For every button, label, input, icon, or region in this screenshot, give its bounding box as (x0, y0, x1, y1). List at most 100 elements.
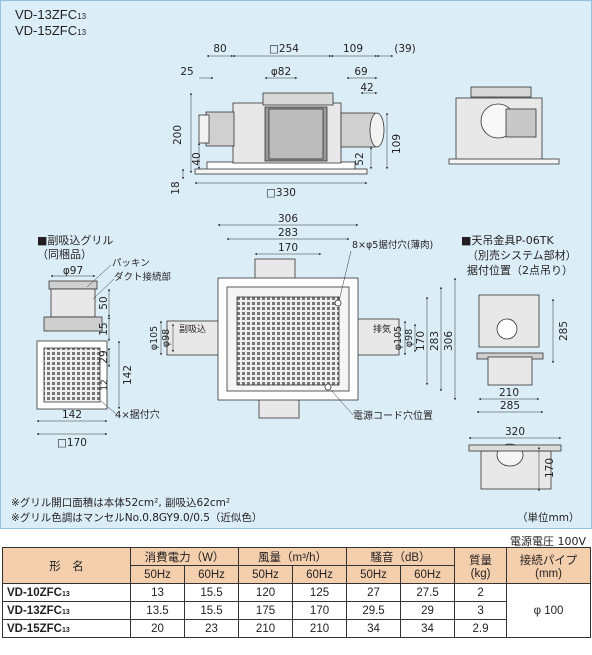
grille-mounting-holes-label: 4×据付穴 (115, 408, 160, 421)
cell: 13 (130, 583, 185, 602)
row-model: VD-13ZFC13 (2, 601, 131, 620)
cell: 27.5 (400, 583, 456, 602)
dim-front-52: 52 (354, 152, 366, 165)
cell: 29 (400, 601, 456, 620)
dim-bracket-320: 320 (505, 426, 525, 438)
cell: 27 (346, 583, 402, 602)
model-name-1: VD-13ZFC13 (15, 7, 87, 22)
dim-bracket-170: 170 (544, 458, 556, 478)
dim-grille-12: 12 (100, 379, 110, 390)
dim-front-25: 25 (180, 66, 193, 78)
dim-front-phi82: φ82 (271, 66, 291, 78)
dim-front-254: □254 (269, 43, 299, 55)
dim-front-109-vertical: 109 (391, 134, 403, 154)
cell: 34 (346, 619, 402, 638)
header-hz: 50Hz (130, 565, 185, 584)
exhaust-label: 排気 (373, 323, 391, 335)
cell: 2.9 (454, 619, 508, 638)
sub-grille-title: ■副吸込グリル (37, 234, 114, 247)
dim-front-18: 18 (170, 181, 182, 194)
header-noise: 騒音（dB） (346, 547, 456, 566)
power-voltage-label: 電源電圧 100V (509, 535, 586, 548)
dim-plan-306-vertical: 306 (443, 331, 455, 351)
header-hz: 60Hz (400, 565, 456, 584)
table-hz-row: 50Hz 60Hz 50Hz 60Hz 50Hz 60Hz (3, 565, 591, 584)
dim-plan-phi105-left: φ105 (149, 326, 160, 350)
dim-grille-phi97: φ97 (63, 265, 83, 277)
cell: 15.5 (183, 601, 240, 620)
header-hz: 60Hz (183, 565, 240, 584)
cell: 170 (292, 601, 348, 620)
header-hz: 50Hz (346, 565, 402, 584)
dim-front-40: 40 (191, 152, 203, 165)
front-view (181, 54, 394, 185)
header-hz: 50Hz (238, 565, 294, 584)
dim-front-80: 80 (213, 43, 226, 55)
bracket-title: ■天吊金具P-06TK (461, 234, 554, 247)
bracket-drawing (468, 294, 562, 492)
side-view (448, 86, 560, 165)
row-model: VD-15ZFC13 (2, 619, 131, 638)
dim-plan-phi98-left: φ98 (161, 329, 172, 347)
cell: 13.5 (130, 601, 185, 620)
header-model: 形 名 (2, 547, 131, 584)
unit-label: （単位mm） (517, 512, 580, 524)
dim-plan-283-vertical: 283 (429, 331, 441, 351)
note-grille-area: ※グリル開口面積は本体52cm², 副吸込62cm² (11, 497, 231, 509)
spec-table: 形 名 消費電力（W） 風量（m³/h） 騒音（dB） 質量(kg) 接続パイプ… (2, 547, 592, 638)
dim-grille-50: 50 (98, 296, 110, 309)
dim-front-330: □330 (266, 187, 296, 199)
bracket-subtitle: （別売システム部材） (467, 249, 577, 262)
gasket-label: パッキン (112, 258, 150, 269)
cell: 210 (238, 619, 294, 638)
bracket-install-position: 据付位置（2点吊り） (467, 264, 573, 277)
mounting-holes-label: 8×φ5据付穴(薄肉) (352, 239, 433, 251)
header-power: 消費電力（W） (129, 547, 240, 566)
dim-grille-15: 15 (98, 322, 110, 335)
plan-view (159, 223, 457, 419)
dim-plan-170-vertical: 170 (415, 331, 427, 351)
dim-grille-170: □170 (57, 437, 87, 449)
model-name-2: VD-15ZFC13 (15, 23, 87, 38)
table-row: VD-10ZFC13 13 15.5 120 125 27 27.5 2 φ 1… (2, 583, 592, 638)
sub-grille-subtitle: （同梱品） (37, 248, 92, 261)
cell: 20 (130, 619, 185, 638)
table-row: VD-13ZFC13 13.5 15.5 175 170 29.5 29 3 (2, 601, 591, 620)
dim-front-200: 200 (172, 125, 184, 145)
note-grille-color: ※グリル色調はマンセルNo.0.8GY9.0/0.5（近似色） (11, 512, 263, 524)
header-airflow: 風量（m³/h） (238, 547, 348, 566)
dim-plan-170: 170 (278, 242, 298, 254)
dim-front-69: 69 (354, 66, 367, 78)
dim-plan-phi105-right: φ105 (393, 326, 404, 350)
dim-plan-283: 283 (278, 227, 298, 239)
power-cord-hole-label: 電源コード穴位置 (353, 409, 433, 422)
header-mass: 質量(kg) (454, 547, 508, 584)
row-model: VD-10ZFC13 (2, 583, 131, 602)
dim-front-39: (39) (394, 43, 416, 55)
dim-front-42: 42 (360, 82, 373, 94)
cell: 3 (454, 601, 508, 620)
header-pipe: 接続パイプ(mm) (506, 547, 592, 584)
dim-front-109: 109 (343, 43, 363, 55)
drawing-panel: VD-13ZFC13 VD-15ZFC13 (0, 0, 592, 529)
dim-bracket-210: 210 (499, 387, 519, 399)
dim-bracket-285: 285 (500, 400, 520, 412)
duct-connection-label: ダクト接続部 (114, 271, 171, 283)
cell: 210 (292, 619, 348, 638)
table-header-row: 形 名 消費電力（W） 風量（m³/h） 騒音（dB） 質量(kg) 接続パイプ… (2, 547, 592, 584)
dim-grille-29: 29 (98, 350, 110, 363)
dim-grille-142-vertical: 142 (122, 365, 134, 385)
header-hz: 60Hz (292, 565, 348, 584)
sub-intake-label: 副吸込 (179, 324, 206, 335)
cell: 175 (238, 601, 294, 620)
dim-plan-phi98-right: φ98 (404, 329, 415, 347)
cell: 34 (400, 619, 456, 638)
technical-drawing: 80 □254 109 (39) 25 φ82 69 42 200 40 52 … (36, 43, 570, 492)
table-row: VD-15ZFC13 20 23 210 210 34 34 2.9 (2, 619, 591, 638)
cell: 125 (292, 583, 348, 602)
cell: 120 (238, 583, 294, 602)
sub-grille-drawing (36, 264, 121, 436)
cell: 15.5 (183, 583, 240, 602)
dim-grille-142: 142 (62, 409, 82, 421)
cell: 29.5 (346, 601, 402, 620)
